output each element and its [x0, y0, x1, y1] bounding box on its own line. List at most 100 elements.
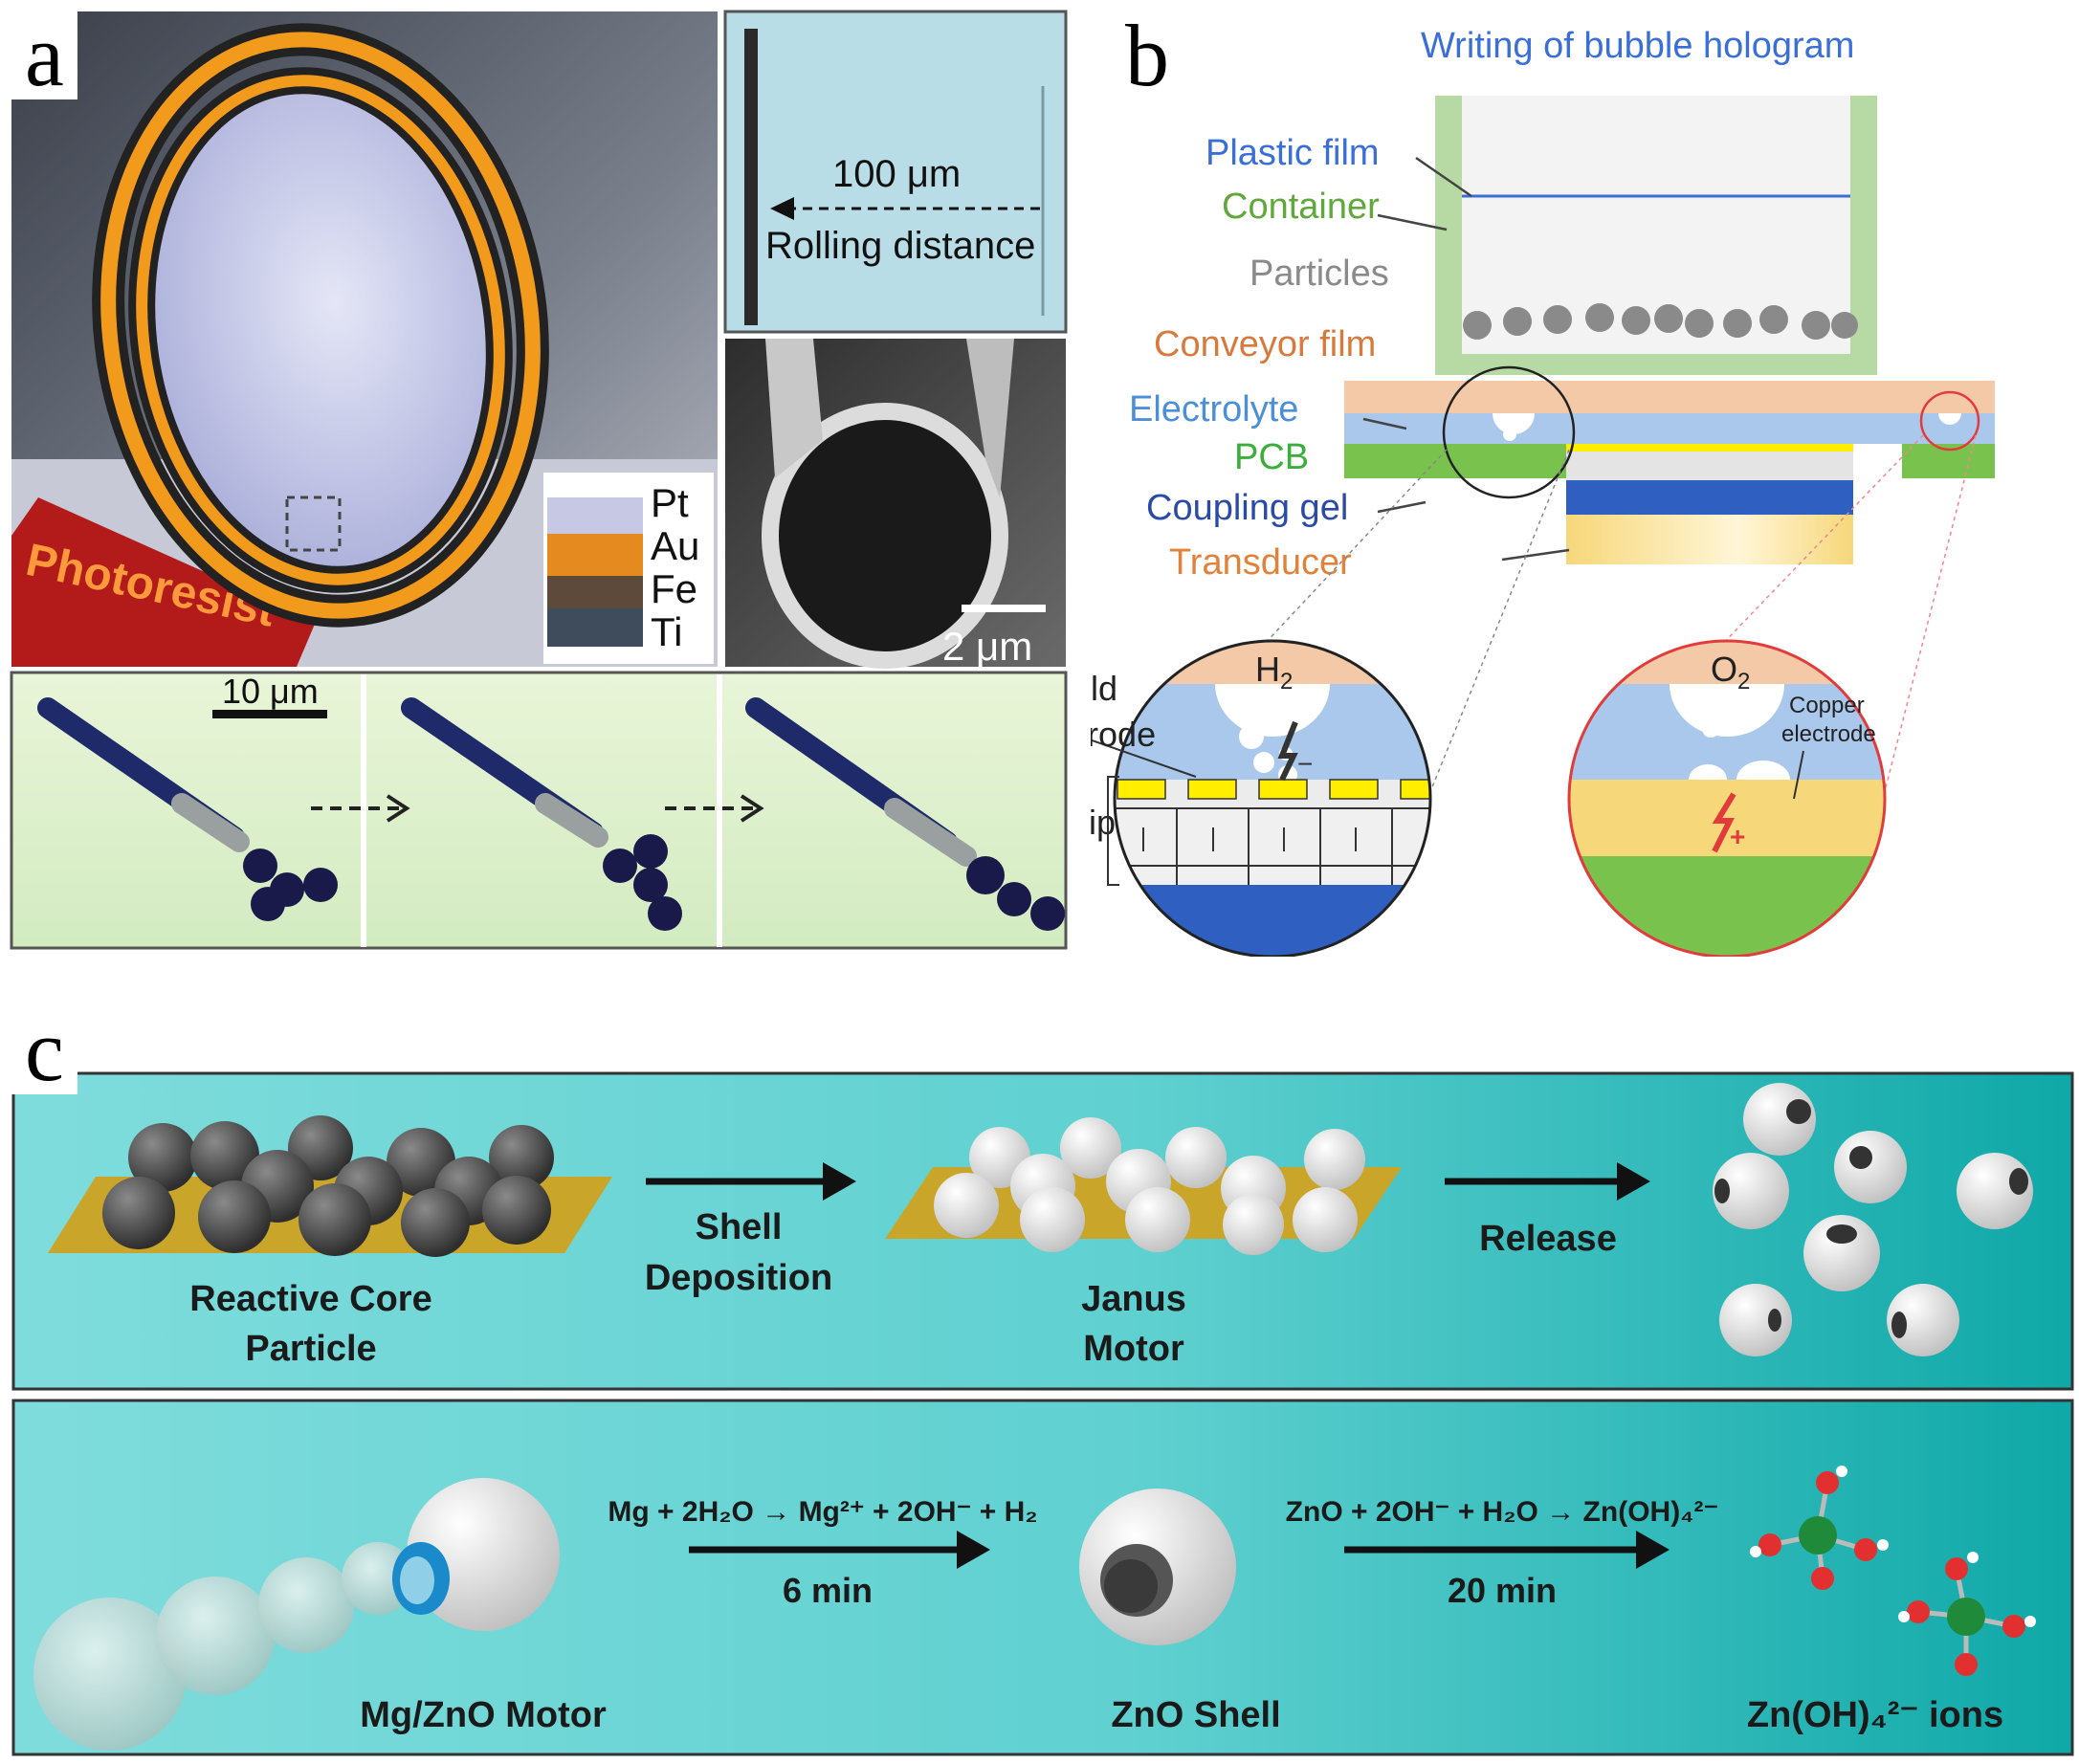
- rolling-arrowhead: [770, 197, 794, 220]
- hologram-title: Writing of bubble hologram: [1421, 26, 1854, 66]
- container-wall-left: [1435, 96, 1462, 373]
- copper-electrode-label-1: Copper: [1789, 693, 1865, 718]
- zno-reaction-equation: ZnO + 2OH⁻ + H₂O → Zn(OH)₄²⁻: [1286, 1496, 1719, 1528]
- sem-tube-opening: [762, 403, 1008, 669]
- panel-a-figure: Photoresist Pt Au Fe Ti 100 μm Rolling d…: [10, 10, 1068, 950]
- rolling-micrograph: [723, 10, 1068, 334]
- zno-reaction-time: 20 min: [1448, 1571, 1557, 1610]
- o2-bubble-small: [1938, 413, 1961, 425]
- zno-reaction-arrow: [1344, 1531, 1670, 1569]
- shell-deposition-label-1: Shell: [696, 1207, 783, 1247]
- panel-b-label: b: [1112, 11, 1183, 99]
- gold-electrode-label-1: Gold: [1091, 669, 1117, 708]
- sem-scale-bar: [962, 605, 1046, 612]
- chip-label: Chip: [1091, 803, 1116, 842]
- mg-reaction-time: 6 min: [783, 1571, 873, 1610]
- zoom-right-ring: [1567, 639, 1887, 957]
- layer-label-pt: Pt: [651, 480, 689, 525]
- plastic-film-label: Plastic film: [1205, 133, 1380, 173]
- gold-electrode-leader: [1091, 739, 1197, 778]
- sem-tube-body-right: [966, 339, 1014, 497]
- layer-label-au: Au: [651, 523, 699, 568]
- core-label-2: Particle: [245, 1329, 376, 1369]
- transducer-label: Transducer: [1169, 542, 1352, 583]
- zoom-marker-left: [1442, 365, 1576, 499]
- h2-label: H2: [1255, 650, 1293, 695]
- janus-particles: [934, 1117, 1365, 1255]
- zoom-left: [1115, 641, 1430, 957]
- pcb-label: PCB: [1234, 437, 1309, 477]
- coupling-gel: [1566, 480, 1853, 515]
- zno-shell: [1079, 1488, 1236, 1645]
- reactive-core-particles: [102, 1115, 554, 1257]
- panel-b-figure: Writing of bubble hologram: [1091, 26, 1995, 957]
- copper-electrode-label-2: electrode: [1781, 721, 1876, 747]
- pcb-left: [1344, 444, 1566, 478]
- conveyor-film: [1344, 381, 1995, 413]
- sem-scale-label: 2 μm: [942, 624, 1032, 669]
- chip-body: [1566, 452, 1853, 480]
- label-leader-lines: [1362, 156, 1570, 562]
- strip-scale-label: 10 μm: [222, 672, 319, 711]
- sequence-arrow-2: [665, 794, 764, 823]
- release-arrow: [1445, 1162, 1650, 1201]
- layer-stack-inset: [543, 473, 714, 664]
- janus-label-2: Motor: [1083, 1329, 1184, 1369]
- zinc-hydroxide-ion-2: [1898, 1552, 2036, 1676]
- core-label-1: Reactive Core: [189, 1279, 431, 1319]
- rolled-tube-edge: [744, 29, 758, 325]
- o2-label: O2: [1711, 650, 1750, 695]
- layer-label-ti: Ti: [651, 609, 682, 654]
- particles-label: Particles: [1250, 254, 1389, 294]
- janus-label-1: Janus: [1081, 1279, 1186, 1319]
- electrolyte-label: Electrolyte: [1129, 389, 1298, 430]
- particles: [1463, 303, 1858, 340]
- strip-scale-bar: [212, 710, 327, 718]
- h2-bubble-small: [1493, 413, 1535, 434]
- container-floor: [1435, 354, 1877, 375]
- rolling-distance-value: 100 μm: [832, 153, 961, 195]
- coupling-gel-label: Coupling gel: [1146, 488, 1348, 528]
- motion-frame-1: [37, 697, 338, 921]
- o2-electrode-sign: +: [1730, 822, 1745, 851]
- zinc-hydroxide-ion-1: [1750, 1466, 1889, 1590]
- electrolyte-layer: [1344, 413, 1995, 444]
- rolling-distance-label: Rolling distance: [765, 225, 1035, 267]
- released-janus-motors: [1713, 1083, 2033, 1356]
- container-label: Container: [1222, 187, 1380, 227]
- chip-bracket: [1107, 776, 1119, 886]
- copper-electrode-leader: [1793, 750, 1804, 800]
- layer-label-fe: Fe: [651, 566, 697, 611]
- h2-bubble-tiny: [1503, 428, 1516, 441]
- conveyor-film-label: Conveyor film: [1154, 324, 1376, 364]
- panel-c: c Reactive Core Particle: [0, 1004, 2079, 1764]
- panel-a-label: a: [11, 11, 77, 99]
- zoom-left-ring: [1113, 639, 1432, 957]
- panel-a: a Photoresist: [0, 0, 1072, 957]
- mg-zno-motor: [33, 1478, 560, 1751]
- tube-inner-gold: [136, 75, 505, 585]
- gold-electrode-label-2: electrode: [1091, 715, 1156, 754]
- zoom-projection-lines-right: [1573, 434, 1977, 800]
- zno-shell-label: ZnO Shell: [1111, 1695, 1280, 1735]
- panel-c-figure: Reactive Core Particle Shell Deposition …: [11, 1071, 2074, 1756]
- sequence-arrow-1: [311, 794, 410, 823]
- photoresist-layer: [11, 497, 316, 667]
- chip-strip: [1566, 444, 1853, 452]
- sem-tube-body: [765, 339, 823, 478]
- tube-outer-gold: [100, 32, 541, 619]
- transducer: [1566, 515, 1853, 564]
- mg-reaction-arrow: [689, 1531, 990, 1569]
- h2-electrode-sign: −: [1297, 749, 1313, 779]
- shell-deposition-arrow: [646, 1162, 856, 1201]
- mg-reaction-equation: Mg + 2H₂O → Mg²⁺ + 2OH⁻ + H₂: [608, 1496, 1037, 1528]
- zoom-marker-right: [1919, 390, 1980, 452]
- panel-c-label: c: [11, 1006, 77, 1094]
- motion-frame-2: [401, 697, 682, 931]
- release-label: Release: [1479, 1219, 1617, 1259]
- shell-deposition-label-2: Deposition: [645, 1258, 832, 1298]
- motion-frame-3: [745, 697, 1065, 931]
- zinc-hydroxide-label: Zn(OH)₄²⁻ ions: [1747, 1695, 2003, 1735]
- mg-zno-motor-label: Mg/ZnO Motor: [360, 1695, 607, 1735]
- panel-b: b Writing of bubble hologram: [1091, 0, 2076, 957]
